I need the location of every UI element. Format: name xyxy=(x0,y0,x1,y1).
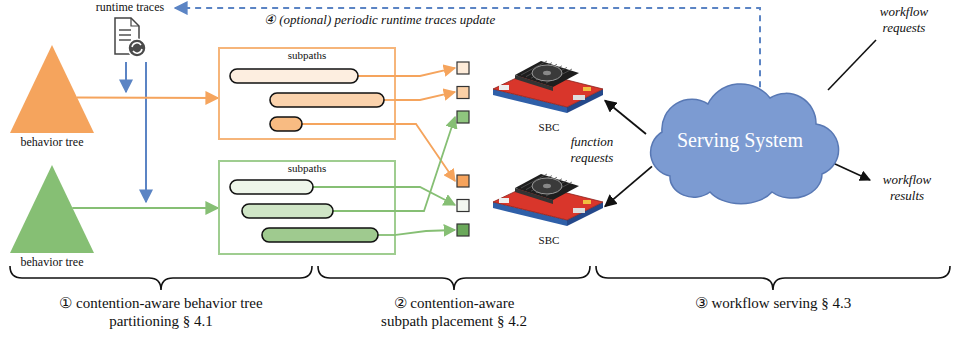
subpath-pill xyxy=(230,180,313,194)
subpath-link xyxy=(384,99,396,101)
trace-document: runtime traces xyxy=(85,0,175,62)
serving-cloud: Serving System xyxy=(640,80,840,200)
stage-brace xyxy=(596,266,950,290)
behavior-tree-shape xyxy=(8,45,96,150)
sbc-board-shape xyxy=(455,158,605,246)
subpath-link xyxy=(378,234,396,236)
subpath-group: subpaths xyxy=(218,47,396,140)
subpath-link xyxy=(313,186,396,188)
workflow-requests-label: workflow requests xyxy=(866,4,942,35)
behavior-tree: behavior tree xyxy=(8,45,96,150)
placement-slot xyxy=(457,175,469,187)
sbc-board: SBC xyxy=(455,158,605,246)
placement-slot xyxy=(457,111,469,123)
subpath-link xyxy=(358,75,396,77)
connector xyxy=(396,230,455,235)
node-label: behavior tree xyxy=(21,135,84,150)
connector xyxy=(605,166,652,206)
stage-caption: ① contention-aware behavior tree partiti… xyxy=(46,294,276,330)
subpath-link xyxy=(333,210,396,212)
stage-brace xyxy=(318,266,590,290)
connector xyxy=(396,187,455,205)
sbc-illustration xyxy=(457,174,603,236)
stage-brace xyxy=(10,266,312,290)
trace-feed-line xyxy=(125,62,127,92)
subpath-pill xyxy=(242,204,333,218)
stage-caption: ③ workflow serving § 4.3 xyxy=(613,294,933,312)
subpath-group: subpaths xyxy=(218,160,396,255)
connector xyxy=(396,117,455,211)
connector xyxy=(396,68,455,76)
group-border xyxy=(219,48,395,139)
placement-slot xyxy=(457,62,469,74)
placement-slot xyxy=(457,87,469,99)
node-label: runtime traces xyxy=(96,0,164,15)
workflow-results-label: workflow results xyxy=(872,172,942,203)
node-label: behavior tree xyxy=(21,255,84,270)
node-label: subpaths xyxy=(288,162,327,174)
behavior-tree: behavior tree xyxy=(8,165,96,270)
node-label: SBC xyxy=(539,121,560,133)
connector xyxy=(605,100,646,134)
sbc-illustration xyxy=(457,61,603,123)
cloud-outline xyxy=(651,84,839,204)
workflow-request-line xyxy=(828,40,876,90)
subpath-pill xyxy=(262,228,378,242)
edge-label: ④ (optional) periodic runtime traces upd… xyxy=(262,12,497,28)
stage-caption: ② contention-aware subpath placement § 4… xyxy=(369,294,539,330)
trace-feed-line xyxy=(145,62,147,202)
sbc-board: SBC xyxy=(455,45,605,133)
tree-triangle xyxy=(10,45,94,133)
connector xyxy=(396,92,455,100)
placement-slot xyxy=(457,224,469,236)
tree-triangle xyxy=(10,165,94,253)
group-border xyxy=(219,161,395,254)
behavior-tree-shape xyxy=(8,165,96,270)
node-title: Serving System xyxy=(677,129,803,152)
connector xyxy=(396,124,455,181)
subpath-pill xyxy=(270,117,302,131)
sbc-board-shape xyxy=(455,45,605,133)
function-requests-label: function requests xyxy=(560,134,624,165)
document-icon xyxy=(115,18,146,57)
subpath-pill xyxy=(230,69,358,83)
placement-slot xyxy=(457,200,469,212)
connector xyxy=(72,207,218,209)
connector xyxy=(77,97,218,99)
node-label: SBC xyxy=(539,234,560,246)
node-label: subpaths xyxy=(288,49,327,61)
subpath-link xyxy=(302,123,396,125)
subpath-group-shape xyxy=(218,160,396,255)
subpath-pill xyxy=(270,93,384,107)
